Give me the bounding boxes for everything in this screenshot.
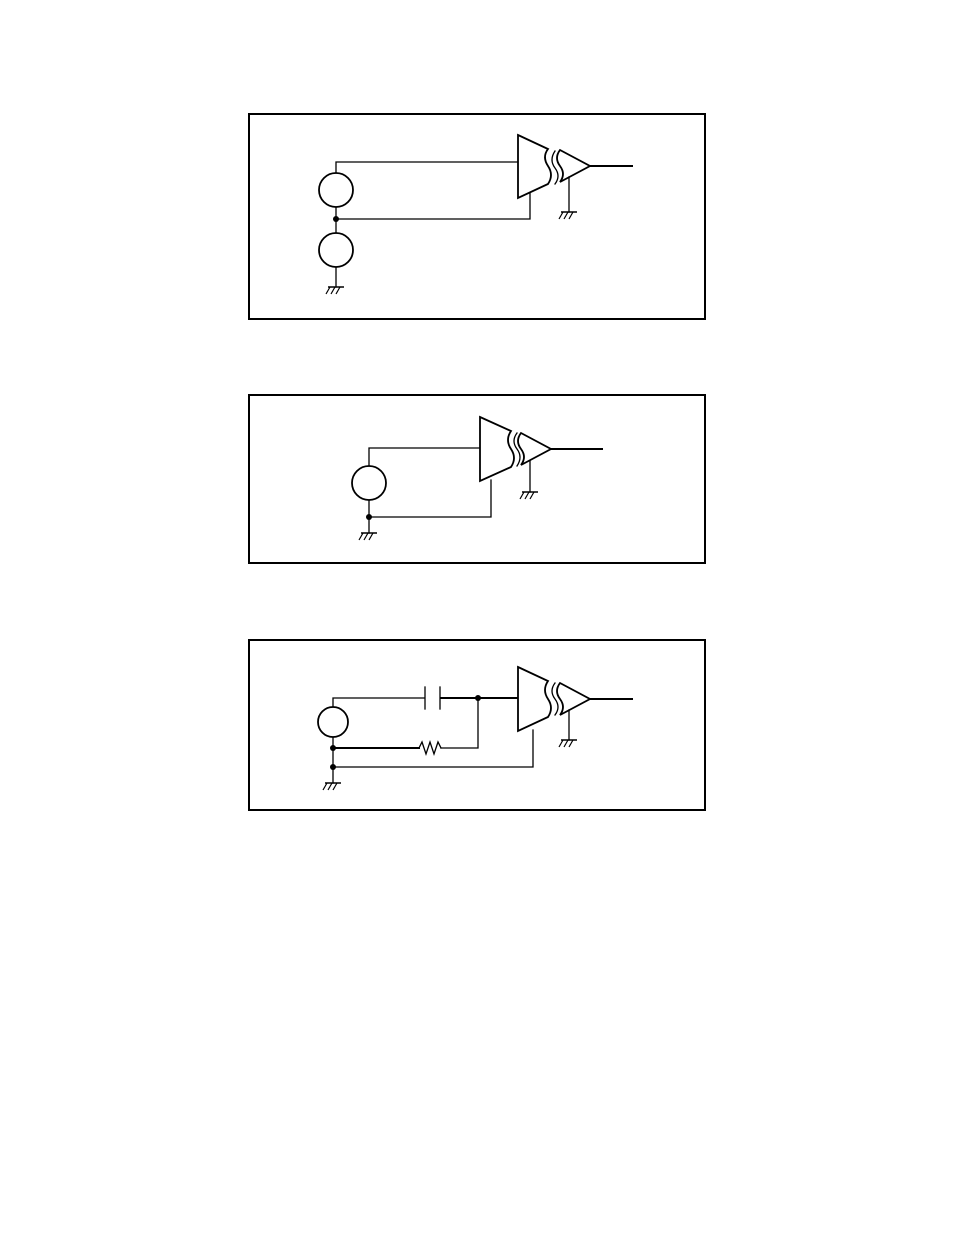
capacitor-left-wire [333,698,424,709]
resistor [419,742,441,754]
junction-dot [366,514,372,520]
output-amplifier [557,683,590,715]
ground-icon [326,287,344,294]
input-amplifier [518,135,551,198]
lower-input-wire [336,192,530,219]
output-ground-icon [559,212,577,219]
voltage-source [352,466,386,500]
voltage-source-lower [319,233,353,267]
junction-dot-ground [330,764,336,770]
diagram-1 [249,114,705,319]
ground-icon [359,533,377,540]
lower-input-wire [369,480,491,517]
upper-input-wire [336,162,518,173]
junction-dot [333,216,339,222]
upper-input-wire [369,448,480,466]
output-ground-icon [559,740,577,747]
ground-icon [323,783,341,790]
input-amplifier [480,417,514,481]
diagram-2-frame [249,395,705,563]
diagram-1-frame [249,114,705,319]
junction-dot-resistor [330,745,336,751]
voltage-source-upper [319,173,353,207]
input-amplifier [518,667,551,731]
diagram-2 [249,395,705,563]
output-ground-icon [520,492,538,499]
voltage-source [318,707,348,737]
resistor-right-wire [441,698,478,748]
output-amplifier [557,150,590,182]
diagram-3 [249,640,705,810]
output-amplifier [518,433,551,465]
